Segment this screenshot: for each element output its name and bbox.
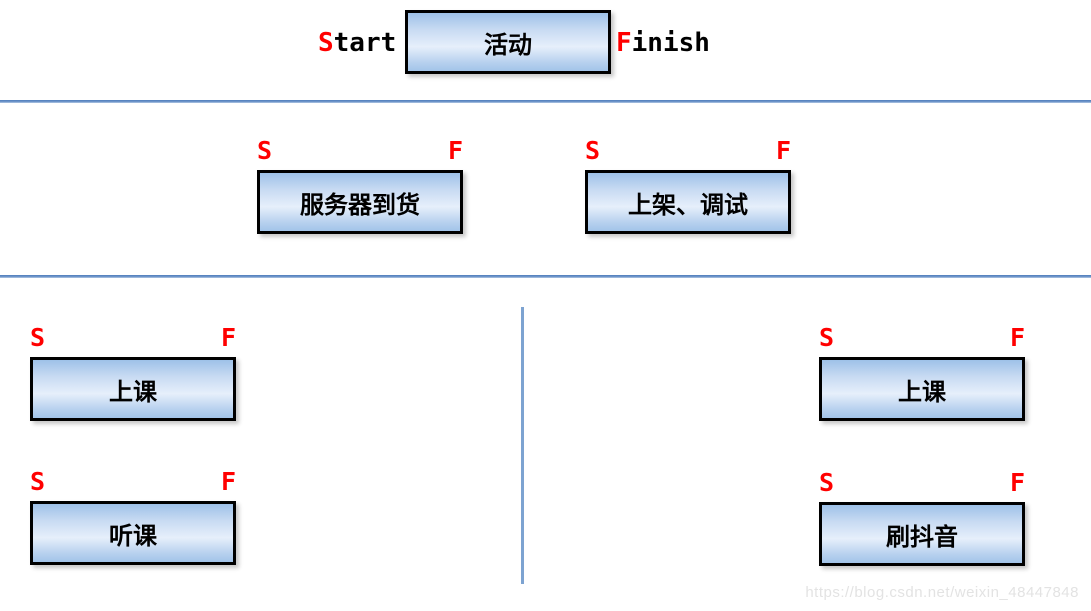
activity-label: 听课 (109, 522, 157, 550)
activity-label: 服务器到货 (300, 191, 420, 219)
activity-box: 上课 (819, 357, 1025, 421)
activity-listen-class: S F 听课 (30, 469, 236, 565)
finish-label-initial: F (616, 28, 632, 58)
watermark-url: https://blog.csdn.net/weixin_48447848 (805, 584, 1079, 601)
start-label-initial: S (318, 28, 334, 58)
section-divider-middle (0, 275, 1091, 278)
activity-template-label: 活动 (484, 31, 532, 59)
finish-marker: F (1009, 468, 1025, 497)
section-divider-top (0, 100, 1091, 103)
finish-marker: F (1009, 323, 1025, 352)
activity-attend-class-left: S F 上课 (30, 325, 236, 421)
activity-label: 上课 (109, 378, 157, 406)
sf-marker-row: S F (819, 470, 1025, 496)
activity-template: 活动 (405, 10, 611, 74)
finish-marker: F (775, 136, 791, 165)
activity-box: 上架、调试 (585, 170, 791, 234)
sf-marker-row: S F (30, 469, 236, 495)
activity-label: 上课 (898, 378, 946, 406)
start-marker: S (819, 323, 835, 352)
sf-marker-row: S F (257, 138, 463, 164)
activity-template-box: 活动 (405, 10, 611, 74)
activity-box: 刷抖音 (819, 502, 1025, 566)
activity-rack-and-debug: S F 上架、调试 (585, 138, 791, 234)
finish-label-rest: inish (631, 28, 710, 58)
activity-label: 上架、调试 (628, 191, 748, 219)
start-label-rest: tart (333, 28, 397, 58)
start-label: Start (318, 28, 396, 58)
activity-server-delivery: S F 服务器到货 (257, 138, 463, 234)
sf-marker-row: S F (819, 325, 1025, 351)
column-divider (521, 307, 524, 584)
sf-marker-row: S F (585, 138, 791, 164)
activity-box: 听课 (30, 501, 236, 565)
finish-marker: F (447, 136, 463, 165)
finish-marker: F (220, 467, 236, 496)
start-marker: S (819, 468, 835, 497)
activity-attend-class-right: S F 上课 (819, 325, 1025, 421)
start-marker: S (585, 136, 601, 165)
sf-marker-row: S F (30, 325, 236, 351)
start-marker: S (257, 136, 273, 165)
start-marker: S (30, 323, 46, 352)
activity-box: 服务器到货 (257, 170, 463, 234)
start-marker: S (30, 467, 46, 496)
finish-marker: F (220, 323, 236, 352)
finish-label: Finish (616, 28, 710, 58)
activity-box: 上课 (30, 357, 236, 421)
activity-scroll-douyin: S F 刷抖音 (819, 470, 1025, 566)
activity-label: 刷抖音 (886, 523, 958, 551)
